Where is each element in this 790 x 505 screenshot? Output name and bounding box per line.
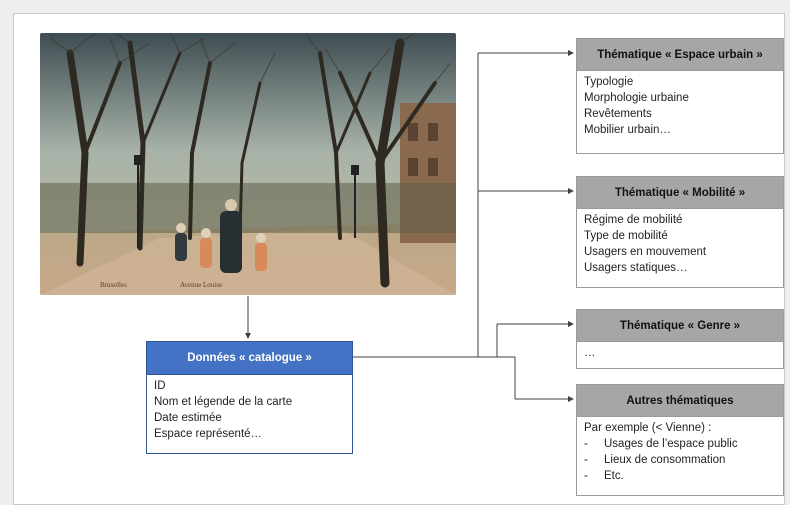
theme-item: Morphologie urbaine	[584, 92, 689, 104]
theme-mobilite-list: Régime de mobilité Type de mobilité Usag…	[577, 209, 783, 279]
catalogue-item: Date estimée	[154, 412, 222, 424]
theme-item: Régime de mobilité	[584, 214, 683, 226]
postcard-photo: Bruxelles Avenue Louise	[40, 33, 456, 295]
theme-genre-box: Thématique « Genre » …	[576, 309, 784, 369]
catalogue-item: ID	[154, 380, 166, 392]
theme-autres-intro: Par exemple (< Vienne) :	[584, 422, 712, 434]
theme-mobilite-box: Thématique « Mobilité » Régime de mobili…	[576, 176, 784, 288]
theme-item: …	[584, 347, 596, 359]
theme-item: Typologie	[584, 76, 634, 88]
theme-genre-list: …	[577, 342, 783, 364]
theme-urbain-list: Typologie Morphologie urbaine Revêtement…	[577, 71, 783, 141]
theme-autres-title: Autres thématiques	[577, 385, 783, 417]
theme-item: Usagers en mouvement	[584, 246, 707, 258]
theme-item: Usagers statiques…	[584, 262, 688, 274]
list-item: -Usages de l’espace public	[584, 438, 738, 450]
catalogue-title: Données « catalogue »	[147, 342, 352, 375]
theme-item: Mobilier urbain…	[584, 124, 671, 136]
catalogue-list: ID Nom et légende de la carte Date estim…	[147, 375, 352, 445]
theme-urbain-title: Thématique « Espace urbain »	[577, 39, 783, 71]
theme-genre-title: Thématique « Genre »	[577, 310, 783, 342]
theme-item: Type de mobilité	[584, 230, 668, 242]
theme-mobilite-title: Thématique « Mobilité »	[577, 177, 783, 209]
catalogue-item: Espace représenté…	[154, 428, 263, 440]
list-item: -Etc.	[584, 470, 624, 482]
theme-item: Revêtements	[584, 108, 652, 120]
theme-autres-box: Autres thématiques Par exemple (< Vienne…	[576, 384, 784, 496]
photo-caption-right: Avenue Louise	[180, 281, 222, 289]
catalogue-box: Données « catalogue » ID Nom et légende …	[146, 341, 353, 454]
theme-autres-list: Par exemple (< Vienne) : -Usages de l’es…	[577, 417, 783, 487]
catalogue-item: Nom et légende de la carte	[154, 396, 293, 408]
photo-caption-left: Bruxelles	[100, 281, 127, 289]
list-item: -Lieux de consommation	[584, 454, 726, 466]
theme-urbain-box: Thématique « Espace urbain » Typologie M…	[576, 38, 784, 154]
